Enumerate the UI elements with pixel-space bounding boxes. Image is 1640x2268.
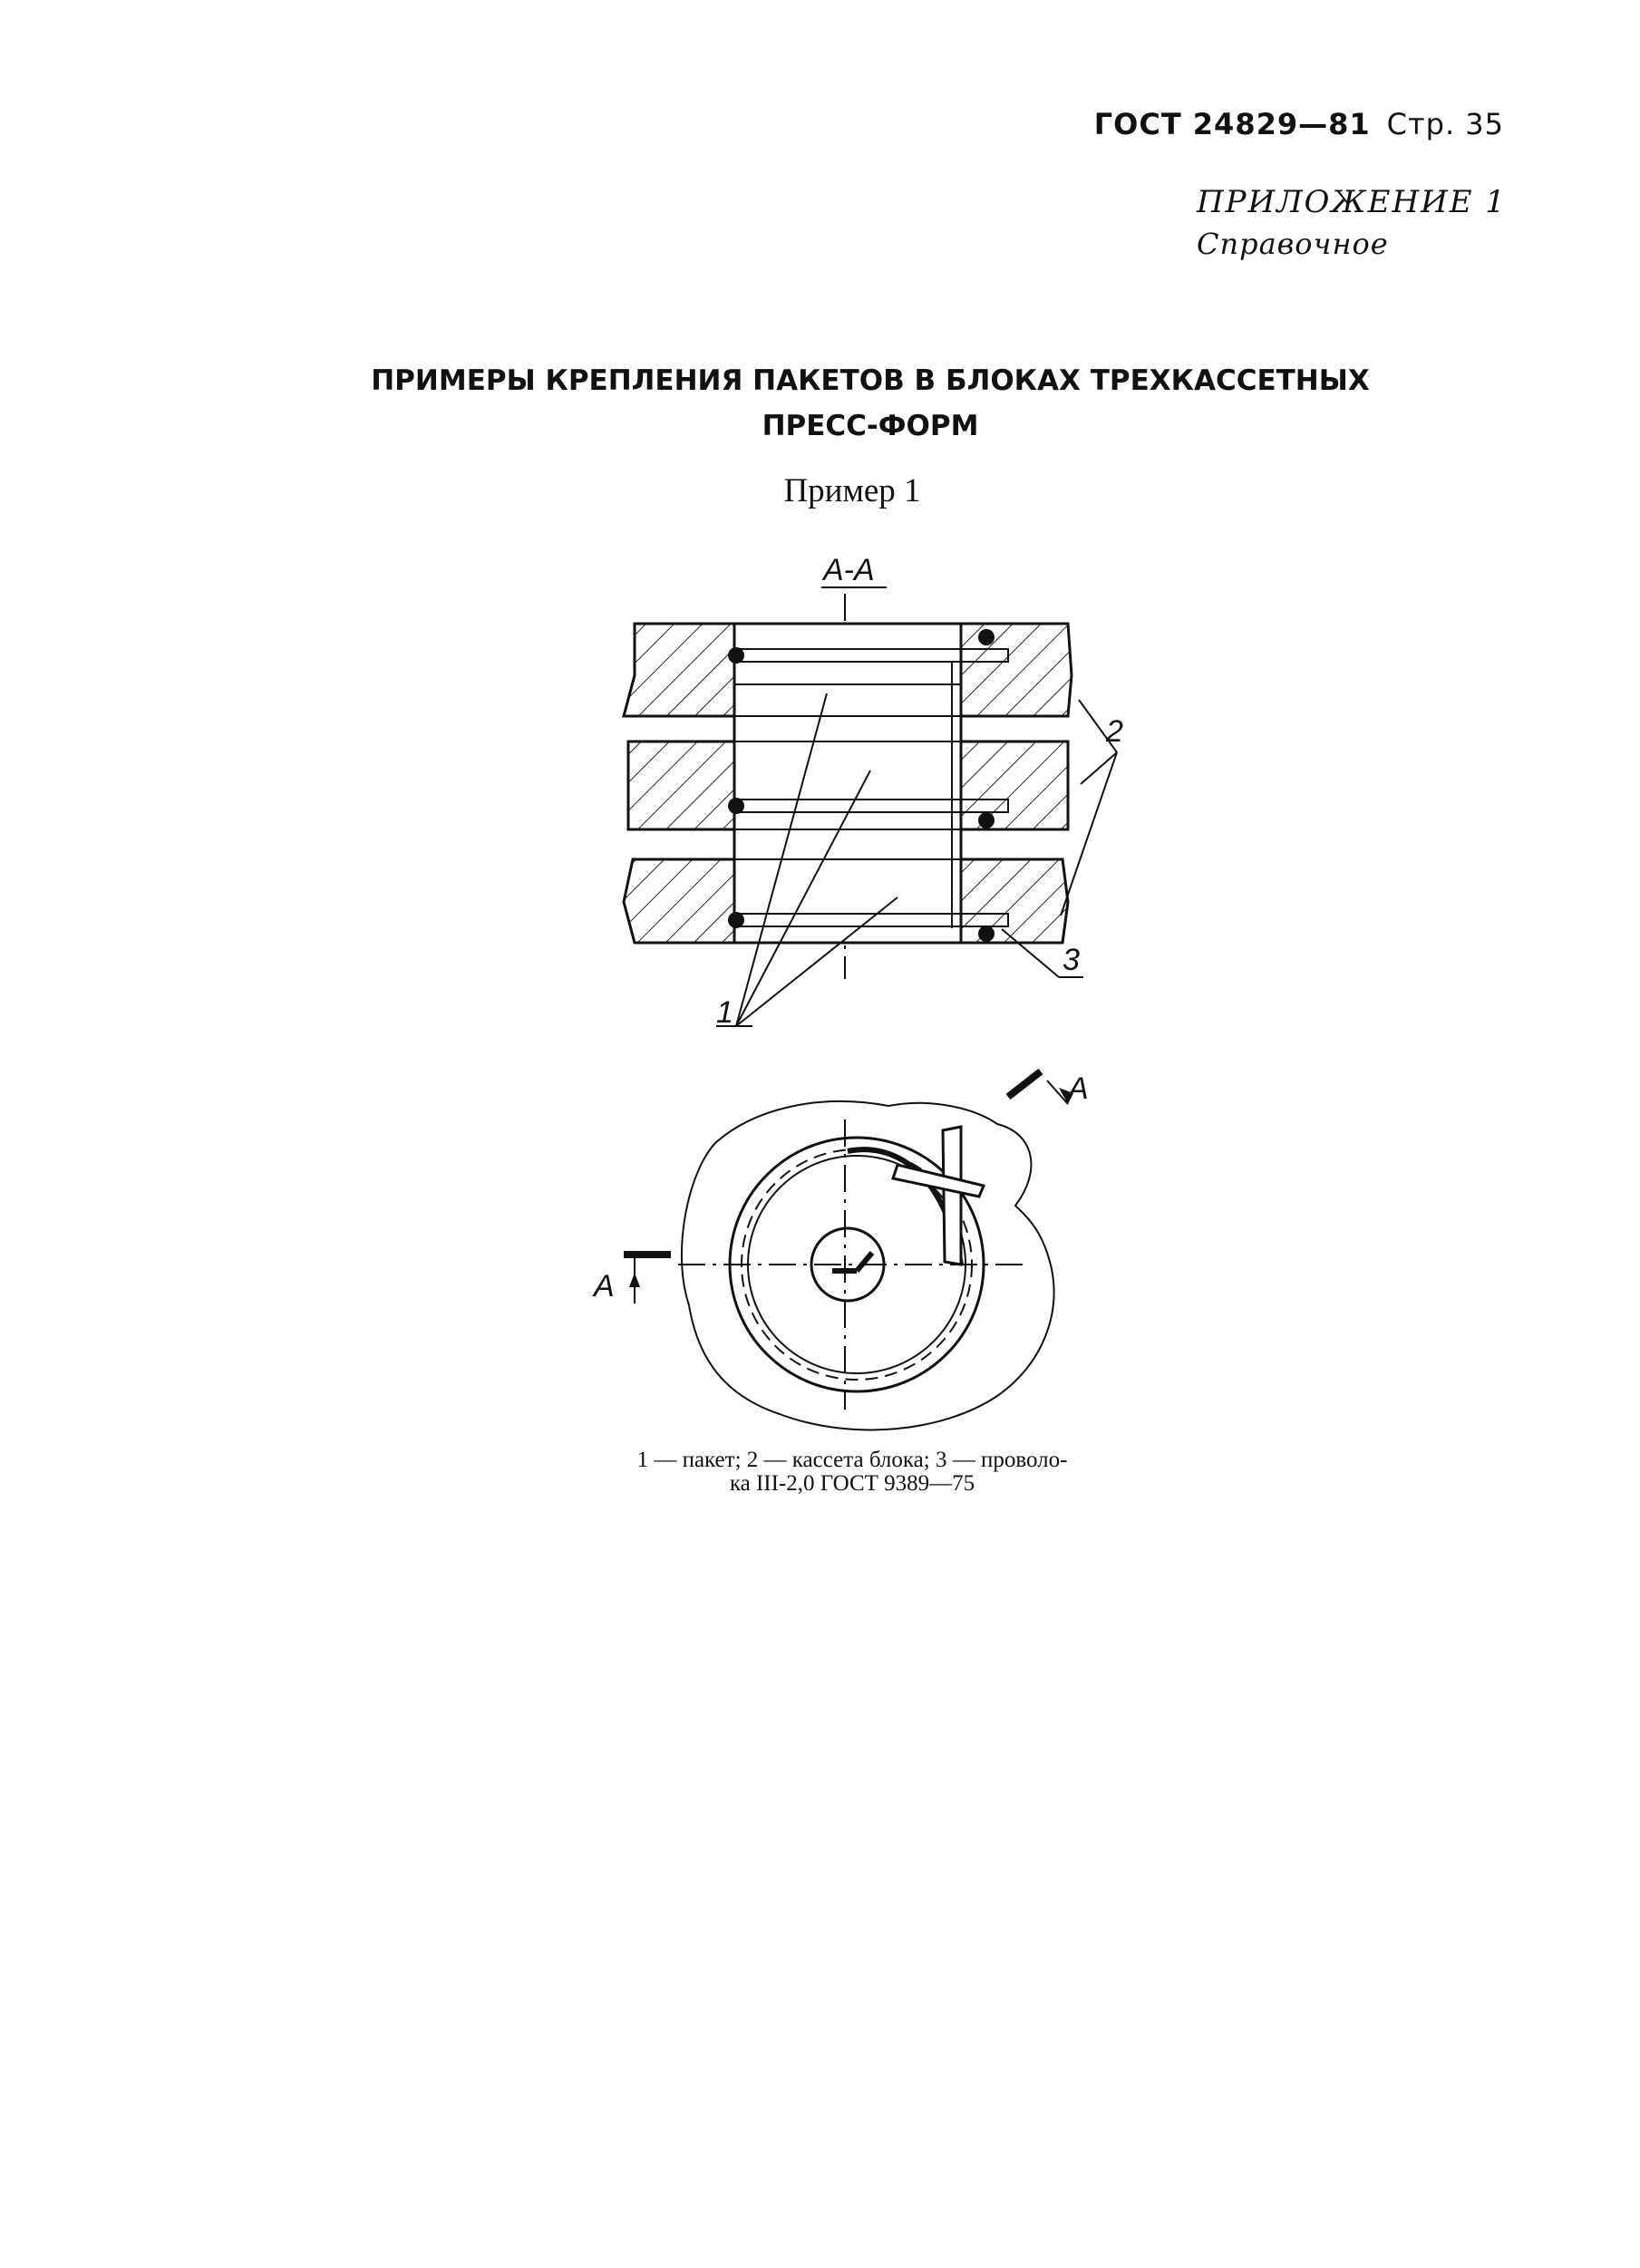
wire-dots	[728, 629, 995, 942]
section-label-text: А-А	[821, 553, 875, 587]
appendix-block: ПРИЛОЖЕНИЕ 1 Справочное	[1197, 181, 1507, 265]
page-number: Стр. 35	[1386, 107, 1504, 141]
callout-2-leaders: 2	[1060, 699, 1123, 916]
section-label: А-А	[821, 553, 887, 588]
callout-3: 3	[1063, 943, 1080, 977]
figure-caption: 1 — пакет; 2 — кассета блока; 3 — провол…	[526, 1449, 1179, 1496]
right-cassette-plates	[959, 622, 1073, 945]
example-heading: Пример 1	[783, 472, 921, 509]
callout-1: 1	[716, 995, 733, 1030]
appendix-title: ПРИЛОЖЕНИЕ 1	[1197, 184, 1508, 220]
cut-marker-left-label: А	[592, 1269, 615, 1304]
callout-1-leaders: 1	[716, 693, 898, 1030]
callout-3-leader: 3	[1001, 928, 1083, 978]
left-cassette-plates	[622, 622, 736, 945]
cut-marker-left: А	[592, 1251, 671, 1304]
cut-marker-top-label: А	[1066, 1071, 1089, 1106]
package-insert	[733, 622, 963, 945]
appendix-subtitle: Справочное	[1197, 227, 1389, 261]
caption-line-1: 1 — пакет; 2 — кассета блока; 3 — провол…	[636, 1448, 1068, 1472]
caption-line-2: ка III-2,0 ГОСТ 9389—75	[729, 1471, 975, 1496]
callout-2: 2	[1105, 714, 1123, 749]
plan-view	[678, 1100, 1055, 1431]
page-title: ПРИМЕРЫ КРЕПЛЕНИЯ ПАКЕТОВ В БЛОКАХ ТРЕХК…	[272, 358, 1469, 449]
document-header: ГОСТ 24829—81 Стр. 35	[1094, 107, 1504, 141]
cut-marker-top: А	[1005, 1068, 1089, 1106]
title-line-1: ПРИМЕРЫ КРЕПЛЕНИЯ ПАКЕТОВ В БЛОКАХ ТРЕХК…	[371, 364, 1370, 397]
title-line-2: ПРЕСС-ФОРМ	[762, 410, 979, 442]
standard-number: ГОСТ 24829—81	[1093, 107, 1371, 141]
